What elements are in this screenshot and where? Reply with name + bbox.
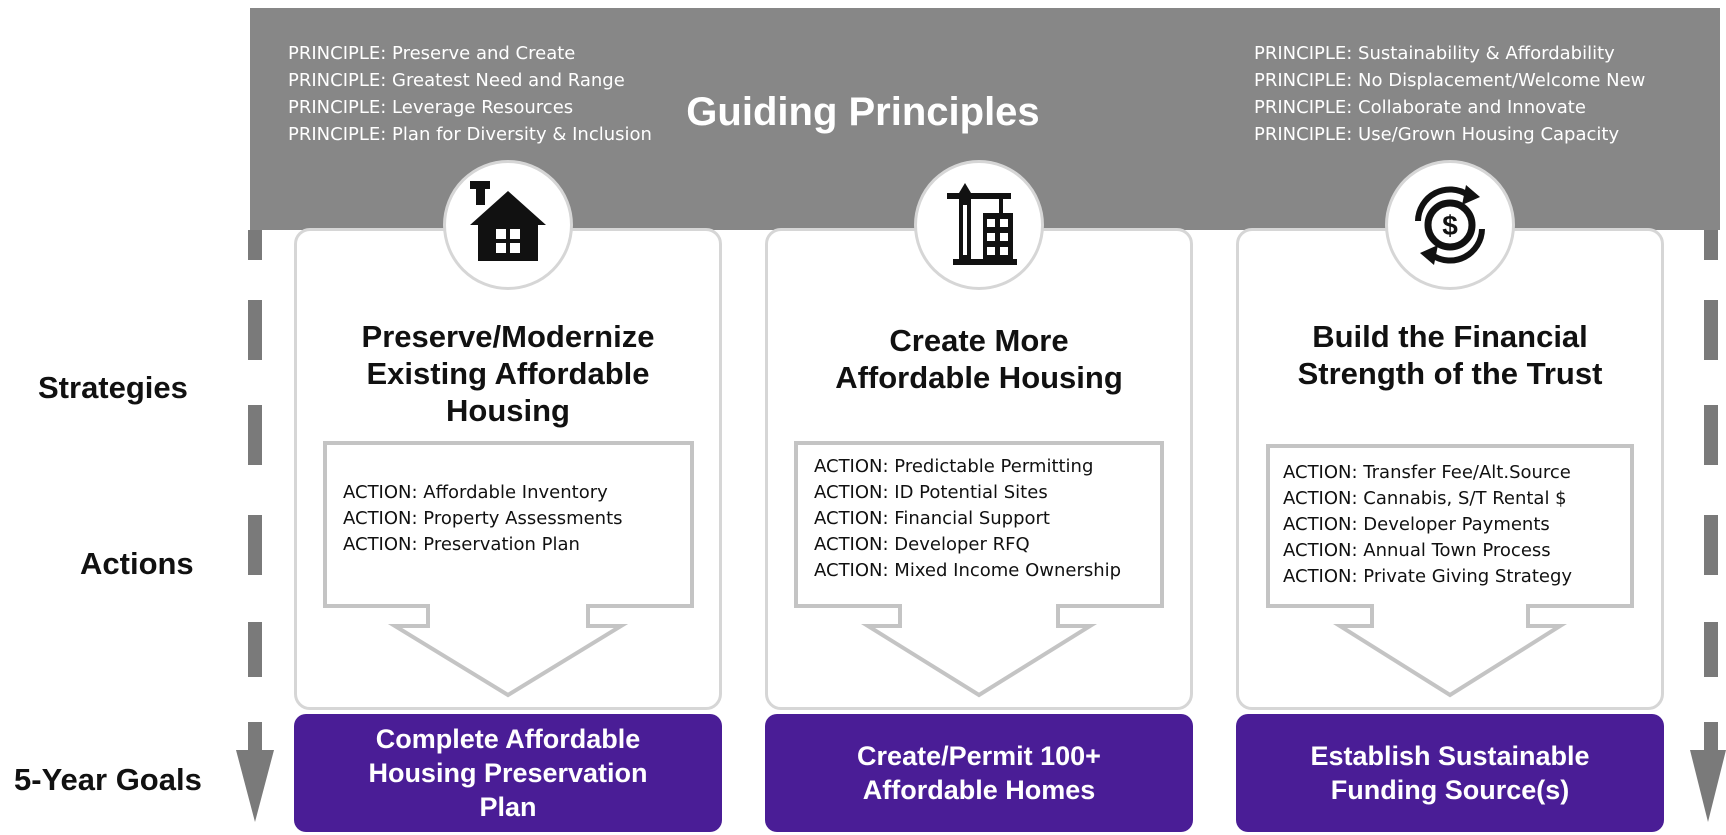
dollar-cycle-icon: $	[1415, 185, 1485, 265]
principle-item: PRINCIPLE: Collaborate and Innovate	[1254, 97, 1586, 118]
principle-item: PRINCIPLE: Plan for Diversity & Inclusio…	[288, 124, 652, 145]
action-item: ACTION: Mixed Income Ownership	[814, 560, 1122, 581]
icon-circle	[443, 160, 573, 290]
goal-box-create: Create/Permit 100+ Affordable Homes	[765, 714, 1193, 832]
action-item: ACTION: Preservation Plan	[343, 534, 580, 555]
row-label-strategies: Strategies	[38, 370, 188, 405]
action-item: ACTION: Cannabis, S/T Rental $	[1283, 488, 1567, 509]
principle-item: PRINCIPLE: Preserve and Create	[288, 43, 576, 64]
construction-crane-building-icon	[947, 183, 1017, 265]
principles-right-list: PRINCIPLE: Sustainability & Affordabilit…	[1254, 40, 1645, 148]
action-item: ACTION: Financial Support	[814, 508, 1050, 529]
principles-left-list: PRINCIPLE: Preserve and Create PRINCIPLE…	[288, 40, 652, 148]
goal-box-preserve: Complete Affordable Housing Preservation…	[294, 714, 722, 832]
svg-text:$: $	[1442, 210, 1458, 241]
strategy-title-financial: Build the Financial Strength of the Trus…	[1297, 319, 1603, 391]
row-label-actions: Actions	[80, 546, 194, 581]
action-item: ACTION: Transfer Fee/Alt.Source	[1283, 462, 1571, 483]
action-item: ACTION: Developer RFQ	[814, 534, 1030, 555]
icon-circle: $	[1385, 160, 1515, 290]
principle-item: PRINCIPLE: Greatest Need and Range	[288, 70, 625, 91]
strategy-title-create: Create More Affordable Housing	[835, 323, 1123, 395]
principle-item: PRINCIPLE: Leverage Resources	[288, 97, 574, 118]
action-item: ACTION: Affordable Inventory	[343, 482, 608, 503]
action-item: ACTION: Private Giving Strategy	[1283, 566, 1573, 587]
principle-item: PRINCIPLE: No Displacement/Welcome New	[1254, 70, 1646, 91]
house-hammer-icon	[470, 181, 546, 261]
strategy-title-preserve: Preserve/Modernize Existing Affordable H…	[361, 319, 655, 428]
icon-circle	[914, 160, 1044, 290]
action-item: ACTION: Annual Town Process	[1283, 540, 1551, 561]
action-item: ACTION: Developer Payments	[1283, 514, 1550, 535]
guiding-principles-title: Guiding Principles	[686, 90, 1040, 134]
action-item: ACTION: ID Potential Sites	[814, 482, 1048, 503]
action-item: ACTION: Property Assessments	[343, 508, 623, 529]
principle-item: PRINCIPLE: Sustainability & Affordabilit…	[1254, 43, 1615, 64]
action-item: ACTION: Predictable Permitting	[814, 456, 1094, 477]
goal-box-financial: Establish Sustainable Funding Source(s)	[1236, 714, 1664, 832]
actions-list-create: ACTION: Predictable Permitting ACTION: I…	[814, 454, 1121, 584]
actions-list-preserve: ACTION: Affordable Inventory ACTION: Pro…	[343, 480, 623, 558]
principle-item: PRINCIPLE: Use/Grown Housing Capacity	[1254, 124, 1620, 145]
row-label-goals: 5-Year Goals	[14, 762, 202, 797]
actions-list-financial: ACTION: Transfer Fee/Alt.Source ACTION: …	[1283, 460, 1572, 590]
